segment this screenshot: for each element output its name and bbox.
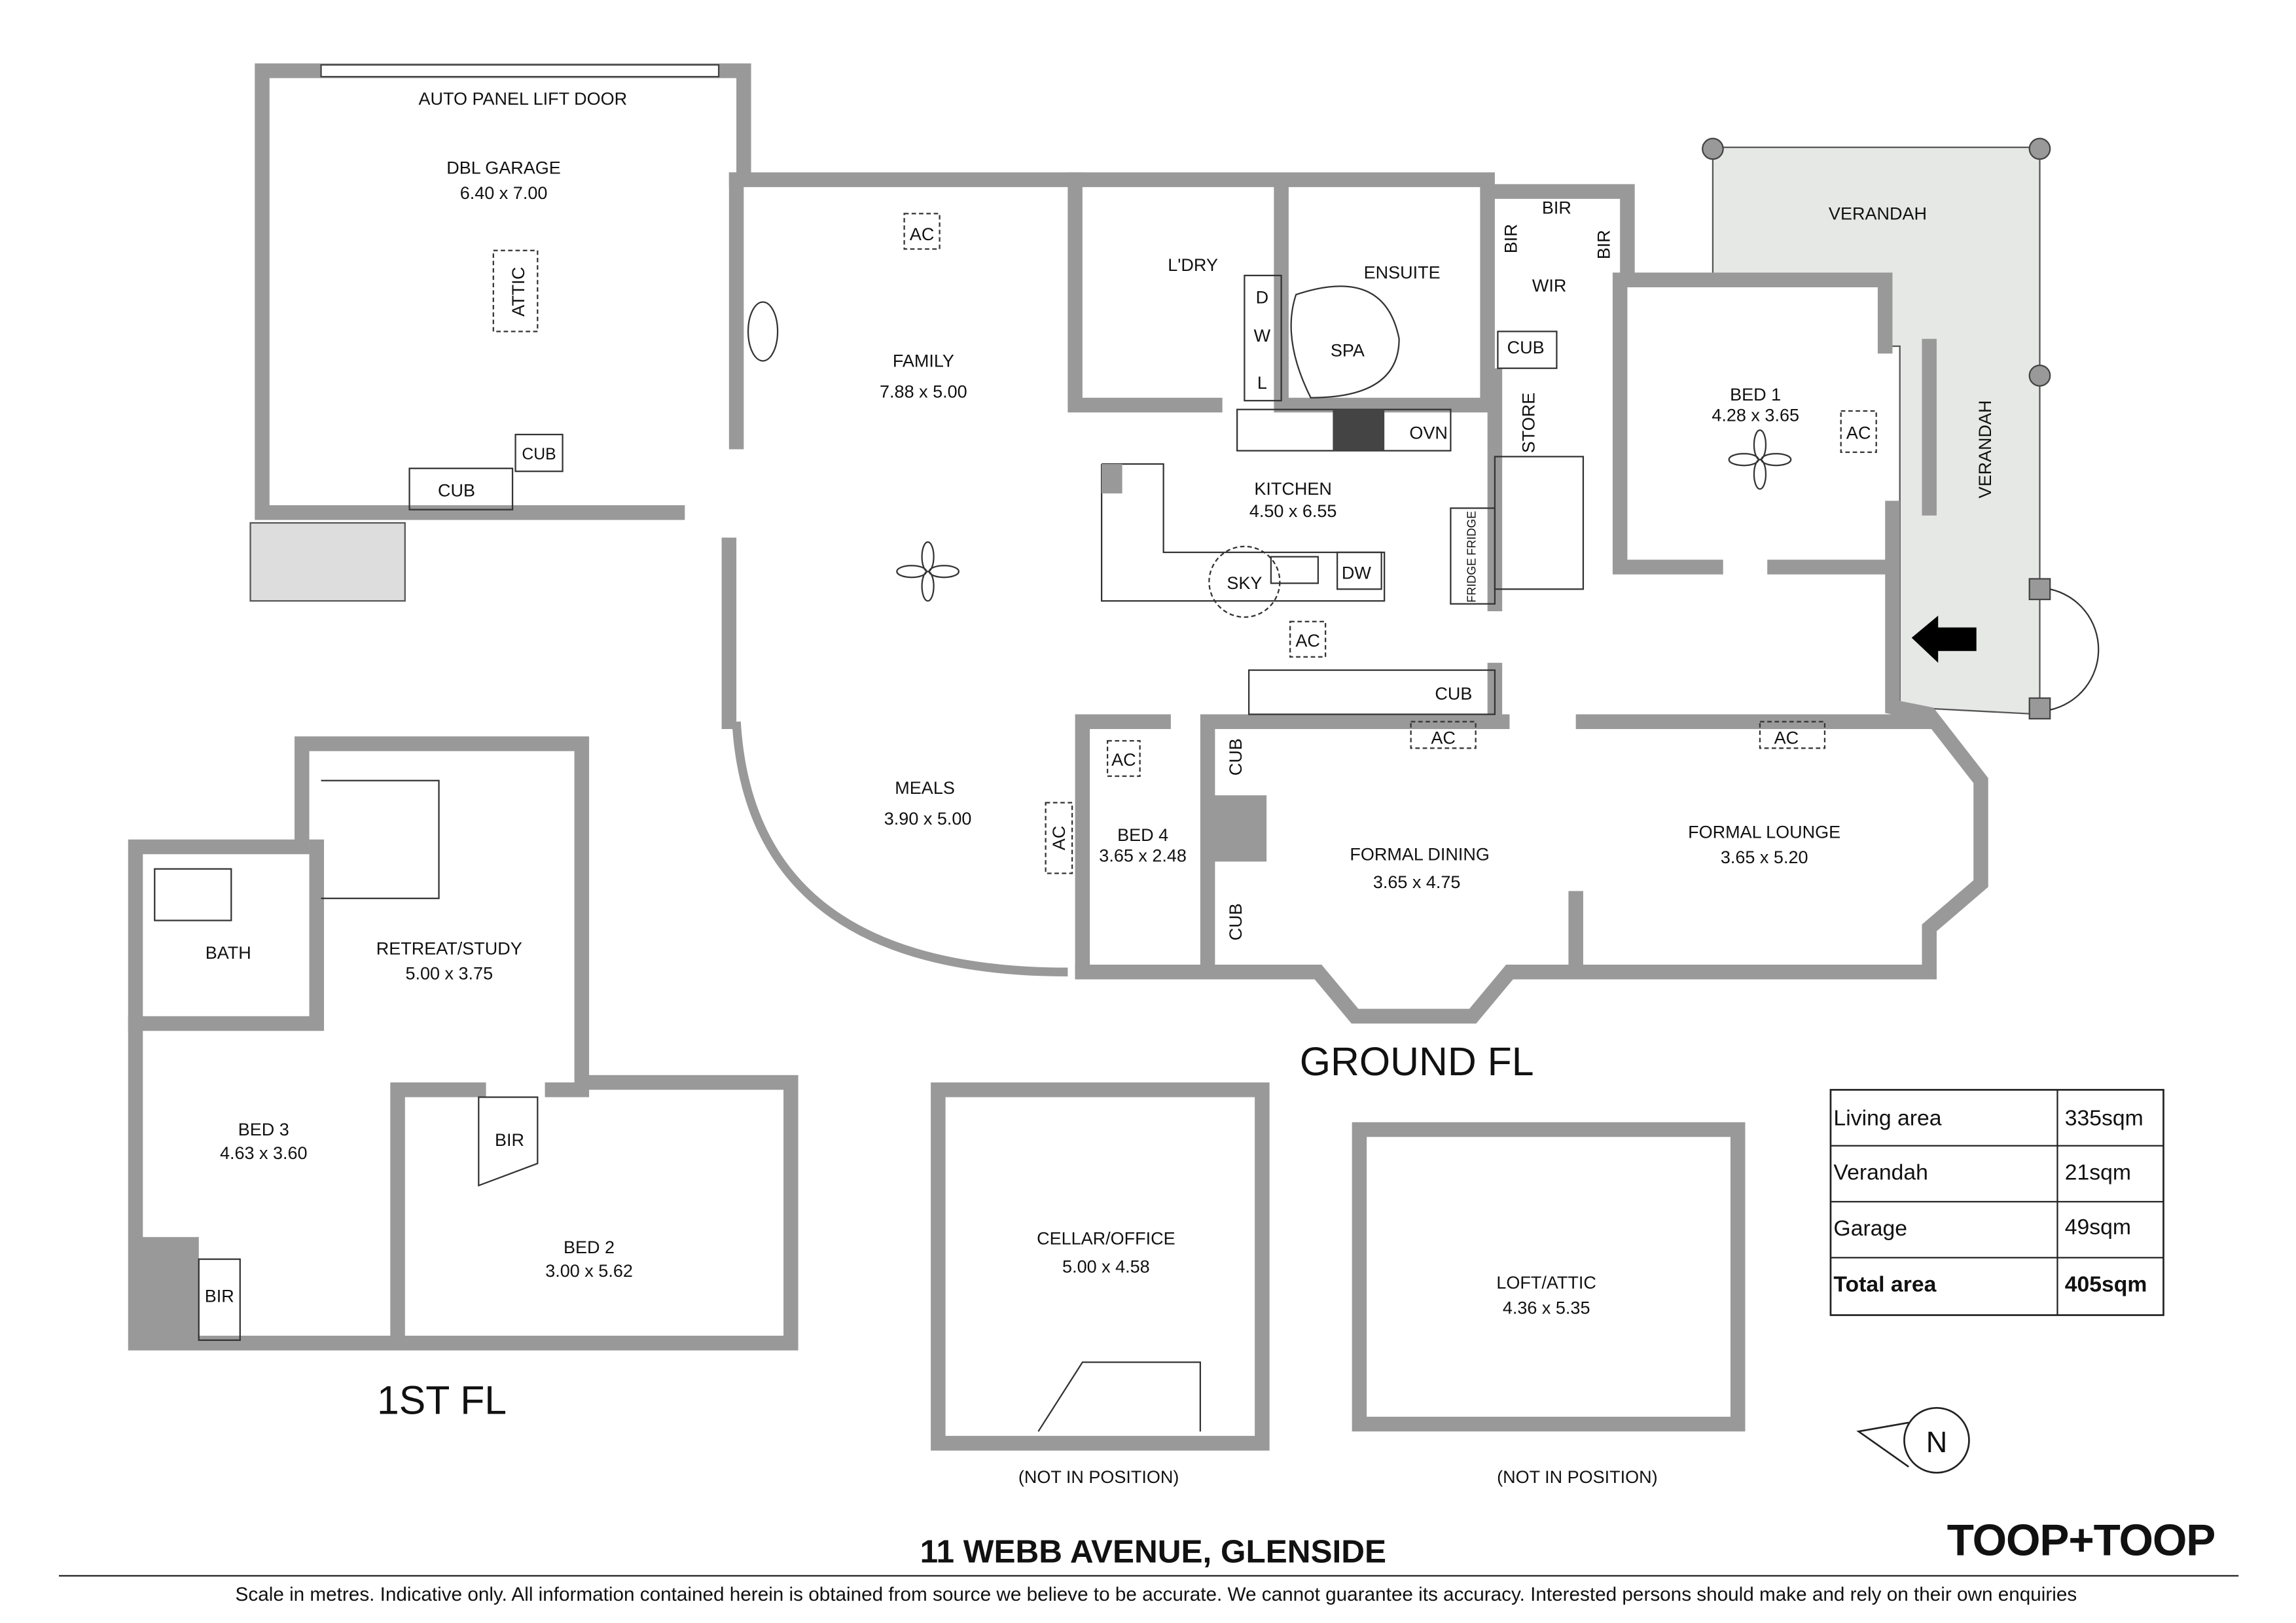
l-label: L — [1257, 373, 1267, 393]
area-label: Garage — [1833, 1216, 1907, 1241]
dishwasher-label: DW — [1342, 563, 1371, 582]
brand-logo: TOOP+TOOP — [1947, 1516, 2215, 1565]
garage-door-label: AUTO PANEL LIFT DOOR — [419, 89, 628, 109]
bir-label: BIR — [1501, 224, 1521, 253]
cub-label: CUB — [1435, 684, 1472, 704]
area-label: Verandah — [1833, 1160, 1928, 1185]
kitchen-dim: 4.50 x 6.55 — [1249, 501, 1337, 521]
bir-label: BIR — [1594, 230, 1613, 259]
garage-walls — [249, 63, 751, 602]
dining-label: FORMAL DINING — [1350, 844, 1490, 864]
loft-note: (NOT IN POSITION) — [1497, 1467, 1658, 1487]
ac-label: AC — [1774, 728, 1799, 747]
ac-label: AC — [1431, 728, 1456, 747]
attic-label: ATTIC — [509, 267, 528, 317]
cub-label: CUB — [438, 480, 475, 500]
cub-label: CUB — [1507, 338, 1545, 357]
ac-label: AC — [1295, 631, 1320, 651]
area-value: 49sqm — [2065, 1215, 2131, 1240]
cellar-label: CELLAR/OFFICE — [1037, 1229, 1175, 1249]
ac-label: AC — [910, 224, 935, 244]
loft-walls — [1352, 1122, 1746, 1432]
lounge-label: FORMAL LOUNGE — [1688, 823, 1840, 842]
bed4-label: BED 4 — [1117, 825, 1168, 845]
cellar-note: (NOT IN POSITION) — [1018, 1467, 1179, 1487]
bed2-label: BED 2 — [564, 1238, 615, 1257]
cellar-dim: 5.00 x 4.58 — [1062, 1257, 1150, 1276]
ac-label: AC — [1111, 750, 1136, 770]
bed4-dim: 3.65 x 2.48 — [1099, 846, 1187, 866]
family-label: FAMILY — [893, 351, 954, 370]
washer-label: W — [1254, 326, 1271, 346]
meals-label: MEALS — [895, 778, 955, 798]
retreat-label: RETREAT/STUDY — [376, 938, 522, 958]
ground-floor-title: GROUND FL — [1300, 1039, 1534, 1084]
cub-label: CUB — [1226, 903, 1246, 940]
bir-label: BIR — [205, 1286, 234, 1306]
bir-label: BIR — [1542, 198, 1571, 217]
compass-n: N — [1926, 1425, 1947, 1459]
garage-dim: 6.40 x 7.00 — [460, 183, 548, 203]
loft-label: LOFT/ATTIC — [1496, 1273, 1596, 1293]
meals-dim: 3.90 x 5.00 — [884, 809, 972, 829]
cellar-stairs — [1037, 1361, 1202, 1432]
dining-dim: 3.65 x 4.75 — [1373, 872, 1461, 892]
total-area-value: 405sqm — [2065, 1272, 2147, 1297]
bed3-dim: 4.63 x 3.60 — [220, 1143, 308, 1163]
fridge-label: FRIDGE — [1465, 558, 1479, 603]
area-label: Living area — [1833, 1105, 1941, 1130]
first-floor-title: 1ST FL — [377, 1378, 507, 1422]
ensuite-label: ENSUITE — [1364, 262, 1441, 282]
entry-arrow-icon — [1911, 615, 1977, 663]
cub-label: CUB — [1226, 738, 1246, 776]
wir-label: WIR — [1532, 276, 1566, 296]
disclaimer: Scale in metres. Indicative only. All in… — [236, 1584, 2077, 1605]
ground-floor-walls — [721, 172, 1988, 1024]
area-table: Living area 335sqm Verandah 21sqm Garage… — [1829, 1088, 2164, 1316]
bed1-dim: 4.28 x 3.65 — [1712, 406, 1799, 425]
retreat-dim: 5.00 x 3.75 — [405, 964, 493, 984]
ac-label: AC — [1049, 826, 1069, 851]
total-area-label: Total area — [1833, 1272, 1936, 1297]
skylight-label: SKY — [1227, 573, 1262, 593]
bath-label: BATH — [206, 943, 251, 963]
bed1-label: BED 1 — [1730, 385, 1781, 404]
verandah-bay — [2049, 588, 2100, 711]
garage-label: DBL GARAGE — [446, 158, 561, 178]
verandah-label: VERANDAH — [1975, 400, 1995, 498]
verandah-posts — [1702, 137, 2051, 720]
store-label: STORE — [1519, 393, 1539, 454]
cellar-walls — [931, 1082, 1270, 1451]
property-address: 11 WEBB AVENUE, GLENSIDE — [920, 1534, 1386, 1570]
laundry-label: L'DRY — [1168, 255, 1218, 275]
dryer-label: D — [1256, 288, 1269, 308]
area-value: 335sqm — [2065, 1105, 2144, 1130]
oven-label: OVN — [1409, 423, 1448, 443]
ac-label: AC — [1846, 423, 1871, 443]
verandah-label: VERANDAH — [1829, 204, 1927, 223]
bed3-label: BED 3 — [238, 1120, 289, 1139]
room-labels: AUTO PANEL LIFT DOOR DBL GARAGE 6.40 x 7… — [205, 89, 1995, 1317]
fridge-label: FRIDGE — [1465, 511, 1479, 556]
bed2-dim: 3.00 x 5.62 — [545, 1261, 633, 1281]
bir-label: BIR — [495, 1130, 524, 1150]
area-value: 21sqm — [2065, 1160, 2131, 1185]
kitchen-label: KITCHEN — [1254, 479, 1332, 499]
fixtures — [747, 213, 1877, 874]
loft-dim: 4.36 x 5.35 — [1503, 1298, 1590, 1317]
cub-label: CUB — [522, 446, 556, 463]
first-floor-walls — [128, 736, 798, 1351]
spa-label: SPA — [1331, 341, 1365, 361]
lounge-dim: 3.65 x 5.20 — [1721, 847, 1808, 867]
family-dim: 7.88 x 5.00 — [880, 382, 967, 402]
north-compass-icon: N — [1856, 1406, 1970, 1474]
